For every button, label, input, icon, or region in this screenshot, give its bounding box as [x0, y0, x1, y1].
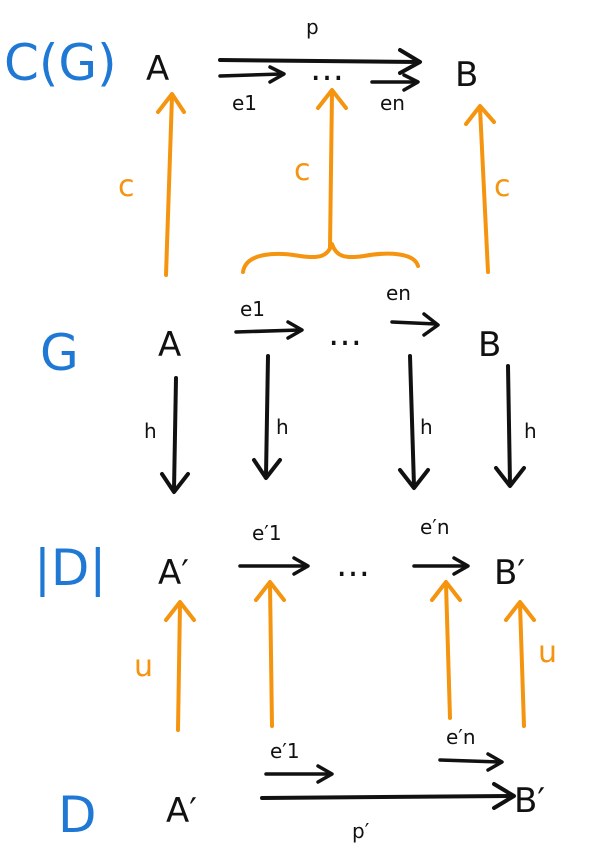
d-underlying-edge-first-arrow — [238, 556, 310, 576]
h-arrow-e1 — [252, 354, 282, 480]
d-edge-first-arrow — [264, 764, 334, 784]
u-arrow-e1 — [254, 580, 286, 728]
cg-edge-last-label: en — [380, 91, 405, 115]
d-node-b: B′ — [514, 781, 545, 821]
d-underlying-node-a: A′ — [158, 553, 189, 593]
u-label-a: u — [134, 649, 153, 684]
g-edge-first-arrow — [234, 320, 304, 340]
cg-path-arrow — [218, 48, 422, 75]
d-node-a: A′ — [166, 791, 197, 831]
cg-path-label: p — [306, 15, 319, 39]
d-path-label: p′ — [352, 819, 370, 843]
d-path-arrow — [260, 782, 516, 810]
h-arrow-a — [160, 376, 190, 494]
h-arrow-b — [494, 364, 526, 488]
c-arrow-left — [156, 92, 186, 277]
g-node-a: A — [158, 325, 181, 365]
g-edge-last-arrow — [390, 312, 440, 337]
h-label-b: h — [524, 419, 537, 443]
d-underlying-edge-last-arrow — [412, 556, 470, 576]
u-label-b: u — [538, 635, 557, 670]
label-category-d: D — [58, 786, 97, 844]
g-node-b: B — [478, 325, 501, 365]
d-edge-last-arrow — [438, 752, 504, 772]
d-edge-first-label: e′1 — [270, 739, 300, 763]
d-underlying-edge-first-label: e′1 — [252, 521, 282, 545]
g-edge-last-label: en — [386, 281, 411, 305]
c-arrow-middle — [316, 88, 348, 250]
d-underlying-dots: … — [336, 545, 370, 585]
c-label-left: c — [118, 169, 135, 204]
d-underlying-node-b: B′ — [494, 553, 525, 593]
cg-node-a: A — [146, 49, 169, 89]
c-label-right: c — [494, 169, 511, 204]
cg-edge-last-arrow — [370, 73, 420, 92]
u-arrow-en — [430, 580, 462, 720]
c-label-middle: c — [294, 153, 311, 188]
cg-dots: … — [310, 49, 344, 89]
curly-brace — [241, 242, 420, 274]
cg-edge-first-label: e1 — [232, 91, 257, 115]
d-edge-last-label: e′n — [446, 725, 476, 749]
h-label-e1: h — [276, 415, 289, 439]
label-free-category-cg: C(G) — [4, 34, 117, 92]
h-label-a: h — [144, 419, 157, 443]
h-arrow-en — [398, 354, 430, 490]
cg-edge-first-arrow — [218, 65, 286, 84]
cg-node-b: B — [455, 55, 478, 95]
label-graph-g: G — [40, 324, 79, 382]
g-edge-first-label: e1 — [240, 297, 265, 321]
d-underlying-edge-last-label: e′n — [420, 515, 450, 539]
c-arrow-right — [464, 104, 496, 274]
h-label-en: h — [420, 415, 433, 439]
u-arrow-b — [504, 600, 536, 728]
u-arrow-a — [164, 600, 196, 732]
g-dots: … — [328, 314, 362, 354]
label-underlying-graph-d: |D| — [34, 539, 106, 597]
